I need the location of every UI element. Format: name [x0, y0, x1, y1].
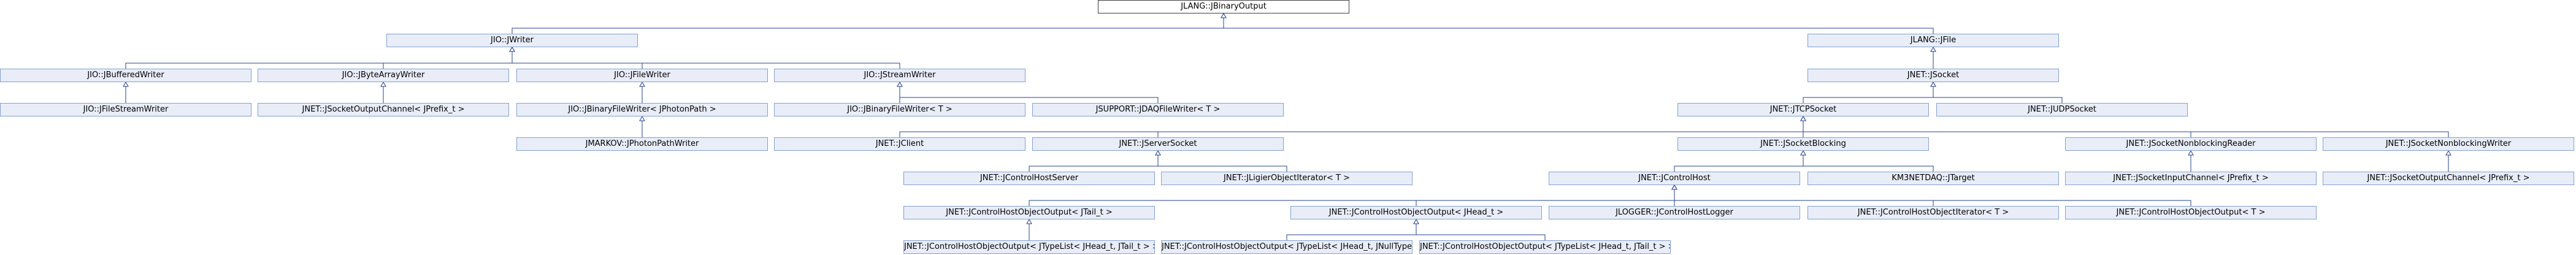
- class-node-controlhost[interactable]: JNET::JControlHost: [1549, 172, 1800, 185]
- class-node-streamw[interactable]: JIO::JStreamWriter: [774, 69, 1025, 82]
- edge-arrowhead-dagfile: [897, 81, 903, 87]
- edge-arrowhead-socket: [1930, 46, 1936, 52]
- edge-cho_t-to-controlhost: [1674, 189, 2191, 206]
- class-node-binfile-photon[interactable]: JIO::JBinaryFileWriter< JPhotonPath >: [516, 103, 768, 116]
- edge-arrowhead-target: [1800, 150, 1806, 156]
- class-node-bytew[interactable]: JIO::JByteArrayWriter: [258, 69, 509, 82]
- edge-choiter-to-controlhost: [1674, 189, 1934, 206]
- edge-tcp-to-socket: [1803, 86, 1934, 103]
- class-node-root[interactable]: JLANG::JBinaryOutput: [1098, 0, 1349, 13]
- edge-cho_tl_null-to-cho_head: [1286, 223, 1417, 240]
- class-node-fstreamw[interactable]: JIO::JFileStreamWriter: [0, 103, 251, 116]
- edge-arrowhead-udp: [1930, 81, 1936, 87]
- edge-arrowhead-sockout: [380, 81, 386, 87]
- class-node-sockinch[interactable]: JNET::JSocketInputChannel< JPrefix_t >: [2065, 172, 2317, 185]
- class-node-filew[interactable]: JIO::JFileWriter: [516, 69, 768, 82]
- edge-bytew-to-writer: [383, 51, 513, 69]
- edge-arrowhead-binfile_photon: [639, 81, 645, 87]
- edge-target-to-blocking: [1803, 154, 1934, 172]
- edge-arrowhead-sockinch: [2188, 150, 2194, 156]
- class-node-ligier[interactable]: JNET::JLigierObjectIterator< T >: [1161, 172, 1413, 185]
- class-node-cho-t[interactable]: JNET::JControlHostObjectOutput< T >: [2065, 206, 2317, 219]
- class-node-binfile-t[interactable]: JIO::JBinaryFileWriter< T >: [774, 103, 1025, 116]
- edge-arrowhead-cho_t: [1671, 184, 1677, 190]
- class-node-server[interactable]: JNET::JServerSocket: [1032, 137, 1284, 151]
- edge-udp-to-socket: [1933, 86, 2063, 103]
- edge-arrowhead-ligier: [1155, 150, 1161, 156]
- class-node-sockoutch[interactable]: JNET::JSocketOutputChannel< JPrefix_t >: [2323, 172, 2574, 185]
- edge-cho_tl_tail2-to-cho_head: [1416, 223, 1546, 240]
- class-node-udp[interactable]: JNET::JUDPSocket: [1936, 103, 2188, 116]
- edge-cho_head-to-controlhost: [1416, 189, 1675, 206]
- edge-cho_tail-to-controlhost: [1029, 189, 1675, 206]
- edge-client-to-tcp: [899, 120, 1804, 137]
- edge-chserver-to-server: [1029, 154, 1159, 172]
- edge-arrowhead-fstreamw: [123, 81, 129, 87]
- edge-server-to-tcp: [1157, 120, 1804, 137]
- class-node-logger[interactable]: JLOGGER::JControlHostLogger: [1549, 206, 1800, 219]
- class-node-file[interactable]: JLANG::JFile: [1807, 34, 2059, 47]
- class-node-choiter[interactable]: JNET::JControlHostObjectIterator< T >: [1807, 206, 2059, 219]
- class-node-bufw[interactable]: JIO::JBufferedWriter: [0, 69, 251, 82]
- edge-dagfile-to-streamw: [899, 86, 1159, 103]
- class-node-nbreader[interactable]: JNET::JSocketNonblockingReader: [2065, 137, 2317, 151]
- class-node-blocking[interactable]: JNET::JSocketBlocking: [1677, 137, 1929, 151]
- class-node-client[interactable]: JNET::JClient: [774, 137, 1025, 151]
- edge-arrowhead-nbwriter: [1800, 115, 1806, 121]
- class-node-writer[interactable]: JIO::JWriter: [386, 34, 638, 47]
- edge-streamw-to-writer: [512, 51, 900, 69]
- class-node-cho-tl-null[interactable]: JNET::JControlHostObjectOutput< JTypeLis…: [1161, 240, 1413, 254]
- class-node-photonw[interactable]: JMARKOV::JPhotonPathWriter: [516, 137, 768, 151]
- class-node-socket[interactable]: JNET::JSocket: [1807, 69, 2059, 82]
- edge-arrowhead-file: [1221, 12, 1227, 18]
- edge-writer-to-root: [512, 17, 1224, 34]
- edge-controlhost-to-blocking: [1674, 154, 1804, 172]
- edge-arrowhead-streamw: [509, 46, 515, 52]
- edge-bufw-to-writer: [125, 51, 513, 69]
- class-node-target[interactable]: KM3NETDAQ::JTarget: [1807, 172, 2059, 185]
- class-node-cho-tl-tail[interactable]: JNET::JControlHostObjectOutput< JTypeLis…: [903, 240, 1155, 254]
- edge-file-to-root: [1223, 17, 1934, 34]
- edge-ligier-to-server: [1157, 154, 1287, 172]
- class-node-sockout[interactable]: JNET::JSocketOutputChannel< JPrefix_t >: [258, 103, 509, 116]
- edge-arrowhead-sockoutch: [2445, 150, 2451, 156]
- class-node-cho-tl-tail2[interactable]: JNET::JControlHostObjectOutput< JTypeLis…: [1419, 240, 1671, 254]
- edge-nbreader-to-tcp: [1803, 120, 2191, 137]
- class-node-chserver[interactable]: JNET::JControlHostServer: [903, 172, 1155, 185]
- edge-arrowhead-cho_tl_tail2: [1413, 218, 1419, 224]
- class-node-cho-head[interactable]: JNET::JControlHostObjectOutput< JHead_t …: [1290, 206, 1542, 219]
- class-node-cho-tail[interactable]: JNET::JControlHostObjectOutput< JTail_t …: [903, 206, 1155, 219]
- edge-filew-to-writer: [512, 51, 643, 69]
- class-node-nbwriter[interactable]: JNET::JSocketNonblockingWriter: [2323, 137, 2574, 151]
- class-node-dagfile[interactable]: JSUPPORT::JDAQFileWriter< T >: [1032, 103, 1284, 116]
- edge-arrowhead-photonw: [639, 115, 645, 121]
- edge-nbwriter-to-tcp: [1803, 120, 2449, 137]
- class-node-tcp[interactable]: JNET::JTCPSocket: [1677, 103, 1929, 116]
- edge-arrowhead-cho_tl_tail: [1026, 218, 1032, 224]
